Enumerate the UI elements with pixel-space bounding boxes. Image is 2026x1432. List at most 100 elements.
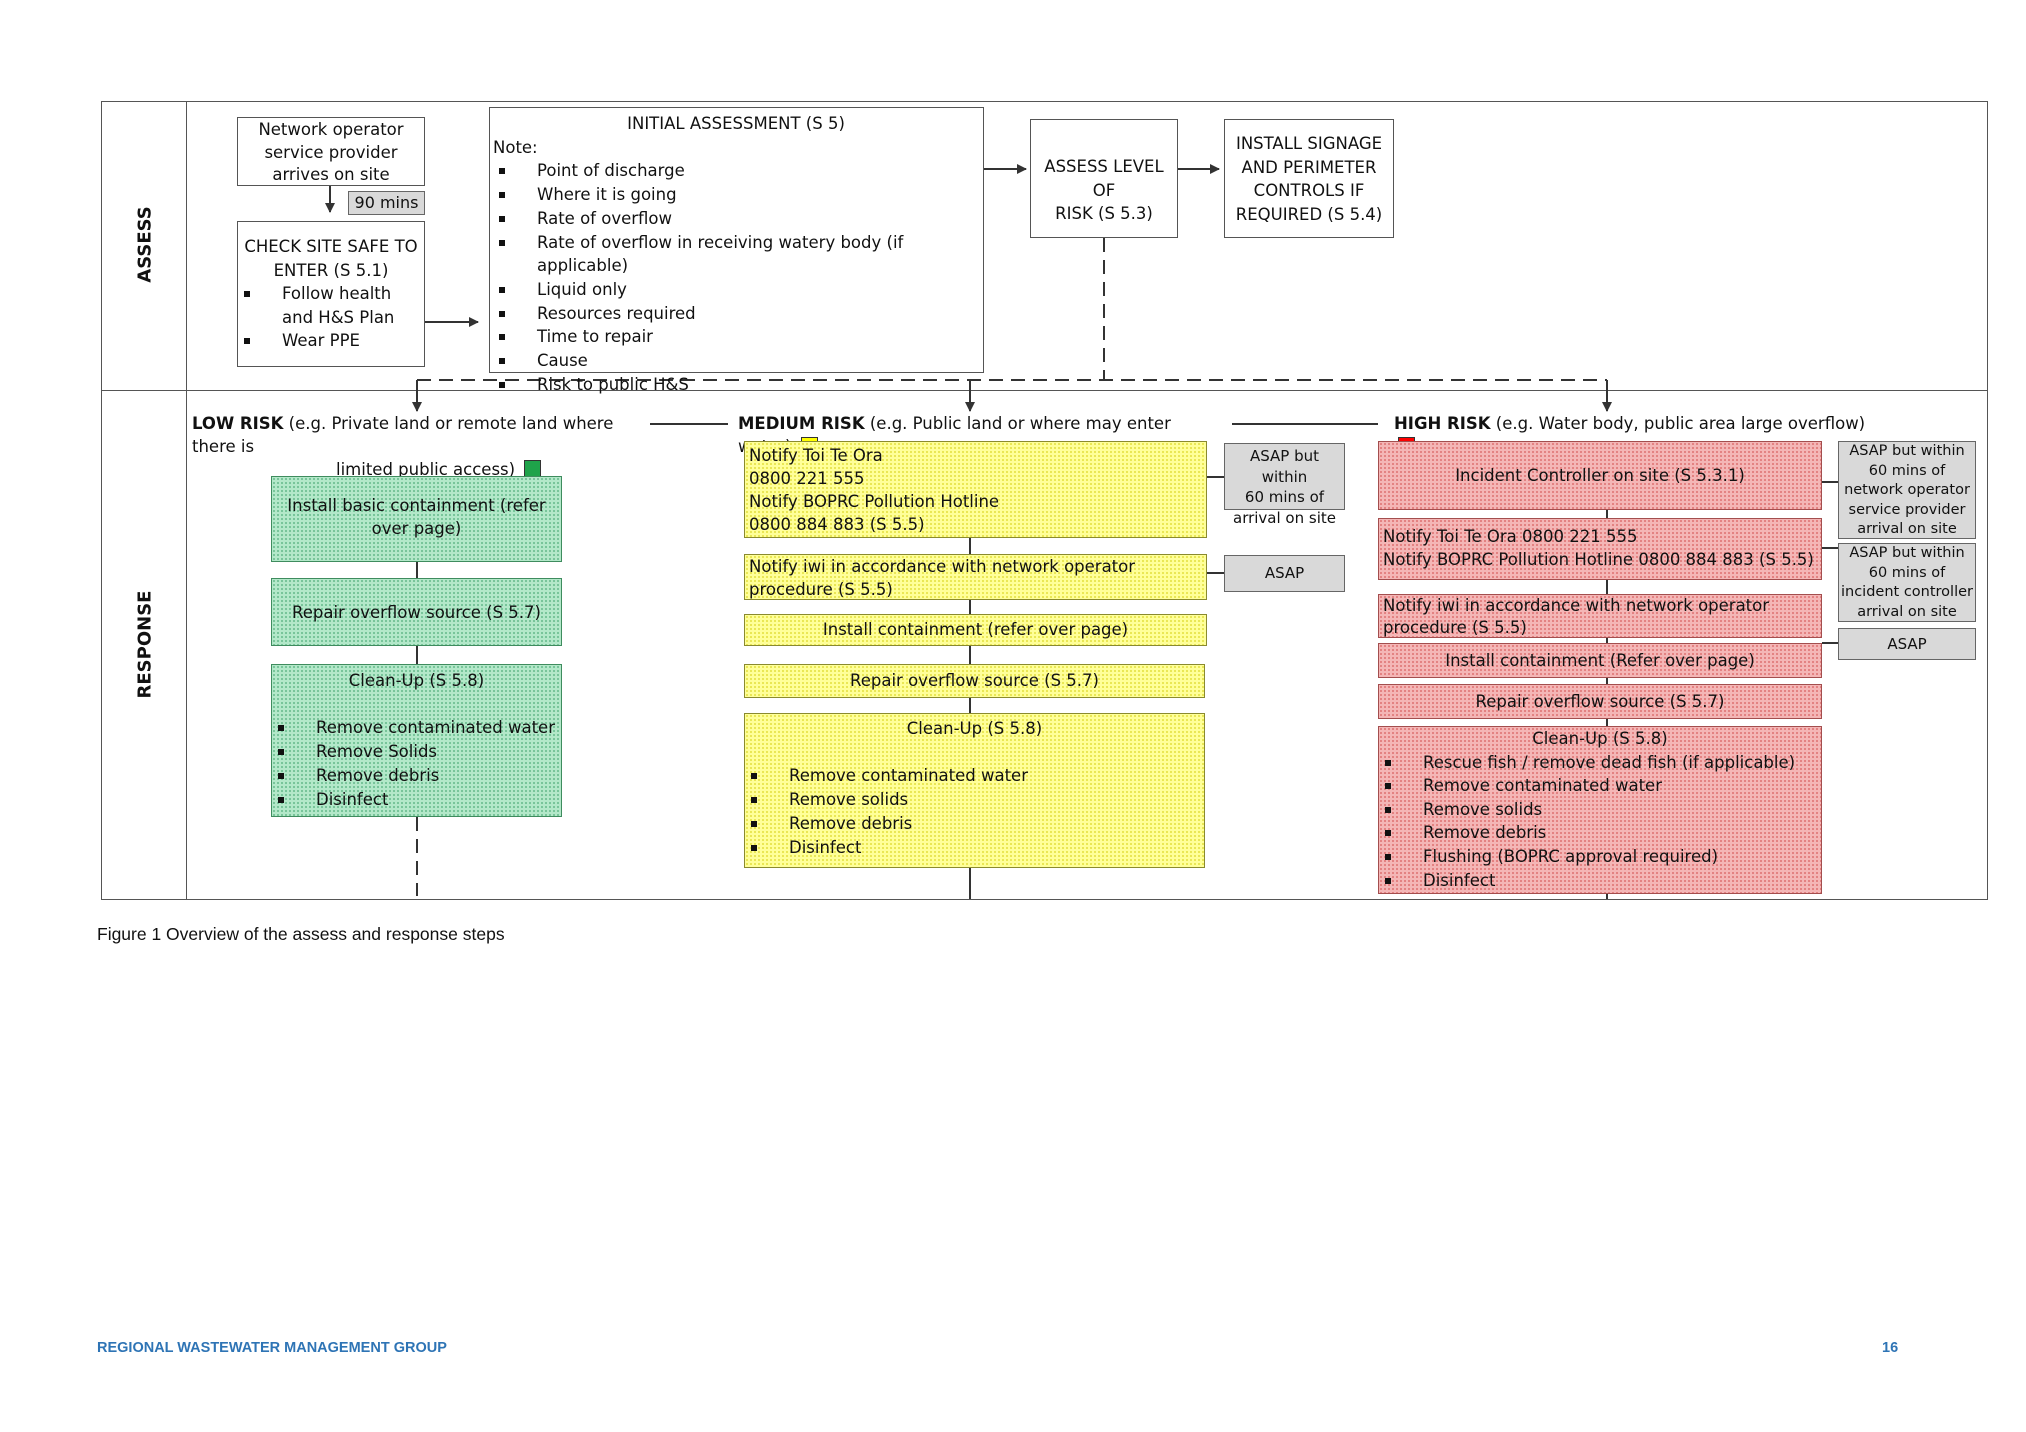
- high-risk-title: HIGH RISK: [1394, 414, 1491, 433]
- low-risk-heading: LOW RISK (e.g. Private land or remote la…: [192, 412, 652, 481]
- medium-cleanup-title: Clean-Up (S 5.8): [906, 719, 1043, 738]
- time-line: 60 mins of: [1868, 564, 1946, 581]
- medium-repair-box: Repair overflow source (S 5.7): [744, 664, 1205, 698]
- medium-notify-time: ASAP but within 60 mins of arrival on si…: [1224, 443, 1345, 527]
- low-cleanup-item: Remove contaminated water: [272, 716, 561, 740]
- low-containment-box: Install basic containment (refer over pa…: [271, 476, 562, 562]
- medium-iwi-time: ASAP: [1224, 555, 1345, 592]
- risk-line-1: ASSESS LEVEL OF: [1044, 157, 1164, 200]
- time-line: ASAP but within: [1849, 443, 1965, 459]
- high-cleanup-item: Disinfect: [1379, 869, 1821, 893]
- initial-title: INITIAL ASSESSMENT (S 5): [627, 114, 845, 133]
- initial-assessment-box: INITIAL ASSESSMENT (S 5) Note: Point of …: [489, 107, 984, 394]
- time-line: 60 mins of: [1244, 488, 1325, 506]
- time-line: service provider: [1848, 501, 1966, 518]
- time-line: 60 mins of: [1868, 462, 1946, 479]
- high-cleanup-item: Remove solids: [1379, 798, 1821, 822]
- medium-cleanup-item: Disinfect: [745, 836, 1204, 860]
- initial-item: Point of discharge: [493, 159, 979, 183]
- initial-note: Note:: [493, 137, 538, 157]
- figure-caption: Figure 1 Overview of the assess and resp…: [97, 924, 505, 944]
- low-cleanup-title: Clean-Up (S 5.8): [348, 671, 485, 690]
- medium-notify-line: Notify Toi Te Ora: [749, 446, 883, 465]
- time-line: incident controller: [1840, 584, 1973, 601]
- low-repair-box: Repair overflow source (S 5.7): [271, 578, 562, 646]
- signage-line: AND PERIMETER: [1241, 157, 1377, 177]
- time-line: arrival on site: [1857, 521, 1957, 538]
- diagram-frame: [101, 101, 1988, 900]
- high-risk-heading: HIGH RISK (e.g. Water body, public area …: [1394, 412, 1874, 458]
- medium-risk-title: MEDIUM RISK: [738, 414, 865, 433]
- medium-iwi-line-1: Notify iwi in accordance with network op…: [749, 557, 1136, 576]
- footer-org: REGIONAL WASTEWATER MANAGEMENT GROUP: [97, 1340, 447, 1356]
- initial-item: Risk to public H&S: [493, 373, 979, 397]
- risk-line-2: RISK (S 5.3): [1055, 204, 1153, 223]
- initial-item: Time to repair: [493, 325, 979, 349]
- high-iwi-box: Notify iwi in accordance with network op…: [1378, 594, 1822, 638]
- initial-item: Resources required: [493, 302, 979, 326]
- low-risk-title: LOW RISK: [192, 414, 284, 433]
- high-repair-box: Repair overflow source (S 5.7): [1378, 684, 1822, 719]
- medium-cleanup-item: Remove contaminated water: [745, 764, 1204, 788]
- initial-item: Rate of overflow: [493, 207, 979, 231]
- time-line: network operator: [1844, 482, 1970, 499]
- high-notify-box: Notify Toi Te Ora 0800 221 555 Notify BO…: [1378, 518, 1822, 580]
- signage-box: INSTALL SIGNAGE AND PERIMETER CONTROLS I…: [1224, 119, 1394, 238]
- low-risk-desc-2: limited public access): [336, 460, 516, 479]
- arrives-line-3: arrives on site: [272, 165, 390, 184]
- arrives-line-1: Network operator: [258, 120, 404, 139]
- medium-notify-line: Notify BOPRC Pollution Hotline: [749, 492, 1000, 511]
- arrives-on-site-box: Network operator service provider arrive…: [237, 117, 425, 186]
- medium-cleanup-item: Remove solids: [745, 788, 1204, 812]
- initial-item: Liquid only: [493, 278, 979, 302]
- medium-notify-line: 0800 221 555: [749, 469, 865, 488]
- signage-line: CONTROLS IF: [1253, 181, 1365, 200]
- high-cleanup-item: Rescue fish / remove dead fish (if appli…: [1379, 751, 1821, 775]
- check-site-safe-box: CHECK SITE SAFE TO ENTER (S 5.1) Follow …: [237, 221, 425, 367]
- high-cleanup-item: Flushing (BOPRC approval required): [1379, 845, 1821, 869]
- check-item: Wear PPE: [238, 329, 410, 353]
- time-line: arrival on site: [1233, 508, 1336, 527]
- high-risk-desc: (e.g. Water body, public area large over…: [1490, 414, 1866, 433]
- high-iwi-time: ASAP: [1838, 628, 1976, 660]
- low-risk-desc: (e.g. Private land or remote land where …: [192, 414, 614, 456]
- high-controller-time: ASAP but within 60 mins of network opera…: [1838, 441, 1976, 539]
- initial-item: Rate of overflow in receiving watery bod…: [493, 231, 979, 278]
- time-badge: 90 mins: [348, 191, 425, 215]
- high-cleanup-item: Remove debris: [1379, 821, 1821, 845]
- high-containment-box: Install containment (Refer over page): [1378, 643, 1822, 678]
- initial-item: Where it is going: [493, 183, 979, 207]
- time-line: ASAP but within: [1849, 545, 1965, 561]
- check-title-1: CHECK SITE SAFE TO: [244, 237, 418, 256]
- medium-containment-box: Install containment (refer over page): [744, 614, 1207, 646]
- label-column-divider: [186, 101, 187, 900]
- high-cleanup-title: Clean-Up (S 5.8): [1532, 729, 1668, 748]
- high-cleanup-item: Remove contaminated water: [1379, 774, 1821, 798]
- medium-iwi-box: Notify iwi in accordance with network op…: [744, 554, 1207, 600]
- medium-cleanup-box: Clean-Up (S 5.8) Remove contaminated wat…: [744, 713, 1205, 868]
- low-cleanup-item: Remove Solids: [272, 740, 561, 764]
- page-number: 16: [1882, 1340, 1899, 1356]
- medium-notify-line: 0800 884 883 (S 5.5): [749, 515, 925, 534]
- high-controller-box: Incident Controller on site (S 5.3.1): [1378, 441, 1822, 510]
- low-cleanup-item: Remove debris: [272, 764, 561, 788]
- check-item: Follow health and H&S Plan: [238, 282, 410, 329]
- time-line: ASAP but within: [1249, 447, 1320, 486]
- low-cleanup-item: Disinfect: [272, 788, 561, 812]
- signage-line: REQUIRED (S 5.4): [1235, 204, 1383, 224]
- arrives-line-2: service provider: [264, 142, 398, 162]
- assess-risk-box: ASSESS LEVEL OF RISK (S 5.3): [1030, 119, 1178, 238]
- high-iwi-line-1: Notify iwi in accordance with network op…: [1383, 596, 1770, 615]
- time-line: arrival on site: [1857, 603, 1957, 620]
- initial-item: Cause: [493, 349, 979, 373]
- high-cleanup-box: Clean-Up (S 5.8) Rescue fish / remove de…: [1378, 726, 1822, 894]
- signage-line: INSTALL SIGNAGE: [1235, 134, 1383, 153]
- check-title-2: ENTER (S 5.1): [273, 260, 389, 280]
- high-notify-line-2: Notify BOPRC Pollution Hotline 0800 884 …: [1383, 550, 1814, 569]
- low-risk-swatch: [524, 460, 542, 477]
- low-cleanup-box: Clean-Up (S 5.8) Remove contaminated wat…: [271, 664, 562, 817]
- medium-cleanup-item: Remove debris: [745, 812, 1204, 836]
- high-iwi-line-2: procedure (S 5.5): [1383, 618, 1527, 637]
- medium-iwi-line-2: procedure (S 5.5): [749, 580, 893, 599]
